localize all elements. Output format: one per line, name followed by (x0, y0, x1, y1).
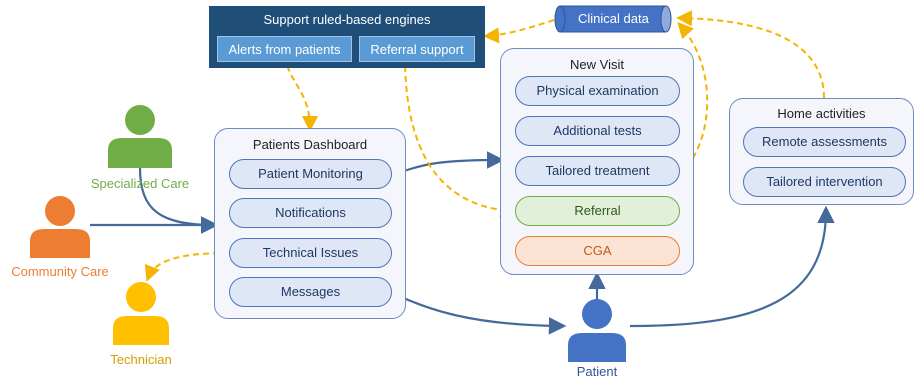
dashed-clinical-to-engines (483, 19, 555, 44)
dashed-referral-support-to-referral (404, 55, 516, 219)
messages-item[interactable]: Messages (229, 277, 392, 307)
physical-examination-item[interactable]: Physical examination (515, 76, 680, 106)
arrow-patient-to-home (629, 205, 835, 328)
dashed-home-to-clinical (676, 10, 825, 99)
home-title: Home activities (777, 106, 866, 121)
remote-assessments-item[interactable]: Remote assessments (743, 127, 906, 157)
cga-item[interactable]: CGA (515, 236, 680, 266)
visit-title: New Visit (570, 57, 624, 72)
clinical-data-label: Clinical data (578, 11, 649, 26)
community-care-label: Community Care (11, 264, 109, 279)
referral-item[interactable]: Referral (515, 196, 680, 226)
dashed-treatment-to-clinical (677, 22, 709, 159)
referral-support[interactable]: Referral support (359, 36, 475, 62)
notifications-item[interactable]: Notifications (229, 198, 392, 228)
engines-title: Support ruled-based engines (263, 12, 431, 27)
dashboard-title: Patients Dashboard (252, 137, 368, 152)
technician-label: Technician (110, 352, 172, 367)
support-engines-box: Support ruled-based engines Alerts from … (209, 6, 485, 68)
patient-monitoring-item[interactable]: Patient Monitoring (229, 159, 392, 189)
additional-tests-item[interactable]: Additional tests (515, 116, 680, 146)
alerts-from-patients[interactable]: Alerts from patients (217, 36, 352, 62)
tailored-treatment-item[interactable]: Tailored treatment (515, 156, 680, 186)
arrow-messages-to-patient (391, 291, 567, 335)
dashed-alerts-to-dashboard (285, 55, 318, 132)
patient-label: Patient (576, 364, 618, 379)
arrow-monitoring-to-visit (391, 151, 505, 176)
technical-issues-item[interactable]: Technical Issues (229, 238, 392, 268)
specialized-care-label: Specialized Care (90, 176, 190, 191)
tailored-intervention-item[interactable]: Tailored intervention (743, 167, 906, 197)
